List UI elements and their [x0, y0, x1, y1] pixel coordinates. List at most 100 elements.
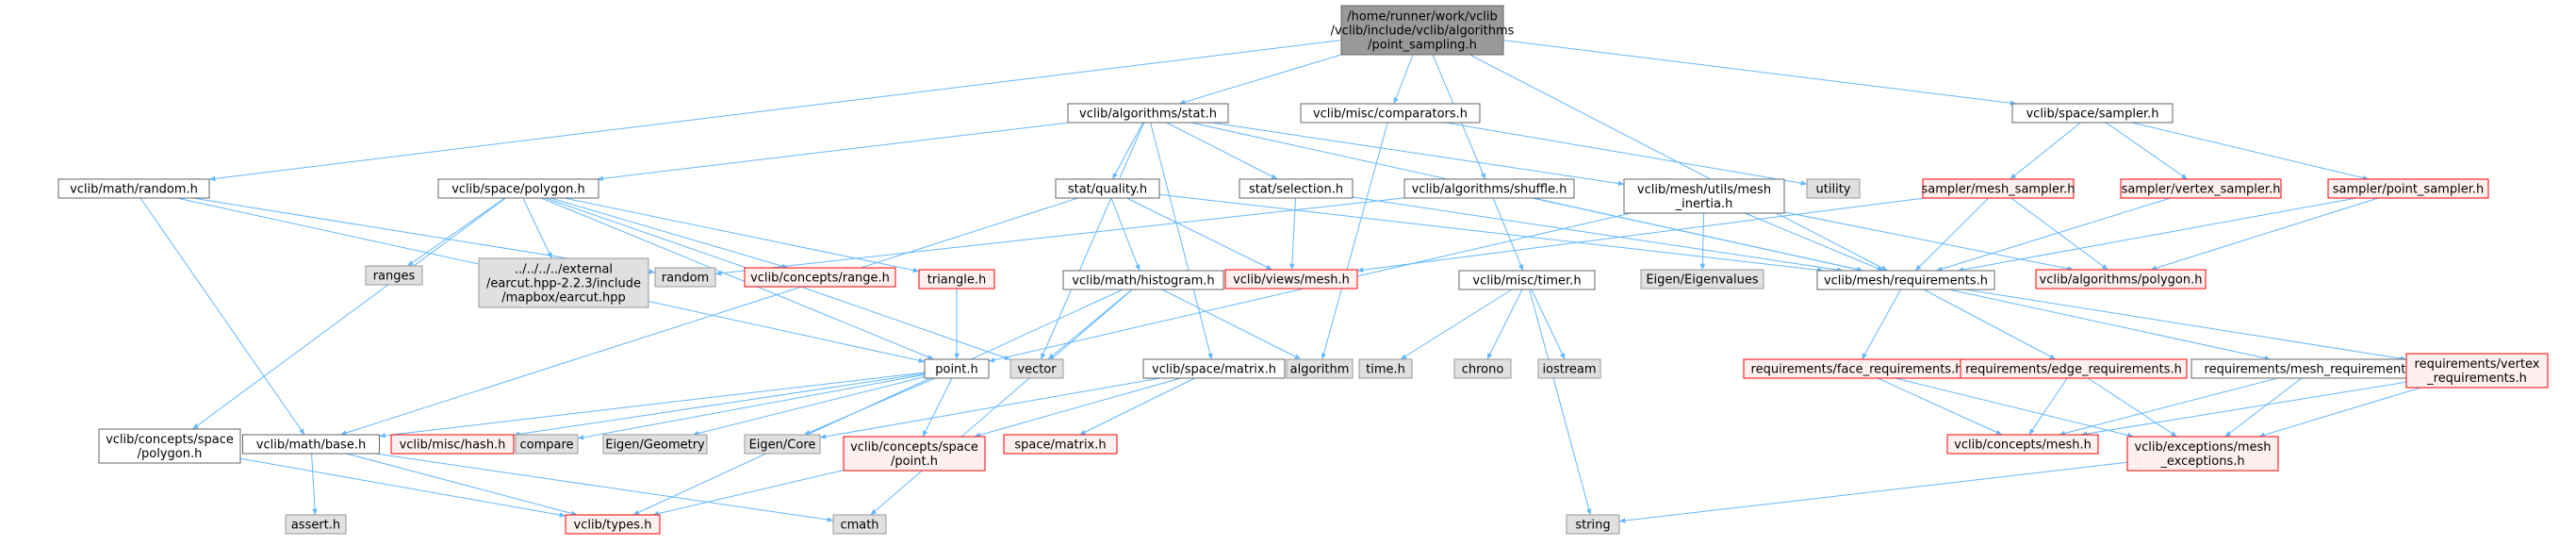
- node-mesh-sampler[interactable]: sampler/mesh_sampler.h: [1922, 178, 2076, 199]
- node-box: [1640, 269, 1764, 290]
- node-box: [1922, 178, 2075, 199]
- node-cmath[interactable]: cmath: [832, 514, 887, 535]
- node-box: [242, 434, 380, 455]
- node-space-matrix[interactable]: space/matrix.h: [1003, 434, 1118, 455]
- edge-histogram-to-cmath: [870, 289, 1133, 516]
- node-eigenvalues[interactable]: Eigen/Eigenvalues: [1640, 269, 1764, 290]
- node-eigen-geometry[interactable]: Eigen/Geometry: [602, 434, 708, 455]
- edge-inertia-to-eigenvalues: [1699, 212, 1706, 271]
- edge-point_sampler-to-requirements: [1957, 197, 2357, 273]
- node-box: [918, 269, 995, 290]
- node-hash-h[interactable]: vclib/misc/hash.h: [390, 434, 515, 455]
- node-label: stat/selection.h: [1249, 183, 1343, 197]
- node-ranges[interactable]: ranges: [365, 265, 423, 286]
- node-label: /polygon.h: [138, 447, 203, 461]
- node-eigen-core[interactable]: Eigen/Core: [744, 434, 821, 455]
- node-chrono[interactable]: chrono: [1453, 358, 1512, 379]
- node-base-h[interactable]: vclib/math/base.h: [242, 434, 380, 455]
- edge-polygon_h-to-concepts_polygon: [192, 197, 506, 430]
- node-label: algorithm: [1290, 363, 1350, 377]
- node-iostream[interactable]: iostream: [1537, 358, 1601, 379]
- node-range-h[interactable]: vclib/concepts/range.h: [744, 267, 896, 288]
- node-selection[interactable]: stat/selection.h: [1239, 178, 1354, 199]
- node-root[interactable]: /home/runner/work/vclib/vclib/include/vc…: [1331, 5, 1515, 56]
- node-string[interactable]: string: [1566, 514, 1620, 535]
- edge-sampler-to-point_sampler: [2131, 122, 2370, 181]
- node-box: [515, 434, 579, 455]
- node-requirements[interactable]: vclib/mesh/requirements.h: [1816, 270, 1995, 290]
- node-label: vclib/concepts/range.h: [750, 272, 890, 286]
- node-label: chrono: [1462, 363, 1504, 377]
- node-concepts-mesh[interactable]: vclib/concepts/mesh.h: [1946, 434, 2099, 455]
- node-polygon-h[interactable]: vclib/space/polygon.h: [437, 178, 599, 199]
- node-random-std[interactable]: random: [654, 267, 716, 288]
- node-label: iostream: [1542, 363, 1596, 377]
- node-box: [57, 178, 210, 199]
- node-vertex-req[interactable]: requirements/vertex_requirements.h: [2405, 353, 2549, 389]
- node-mesh-req[interactable]: requirements/mesh_requirements.h: [2190, 358, 2437, 379]
- node-label: vclib/mesh/requirements.h: [1824, 274, 1988, 289]
- edge-comparators-to-algorithm: [1321, 122, 1388, 360]
- node-vector[interactable]: vector: [1009, 358, 1064, 379]
- node-label: sampler/point_sampler.h: [2333, 183, 2484, 197]
- edge-point_h-to-compare: [577, 373, 926, 440]
- edge-quality-to-histogram: [1110, 197, 1140, 272]
- node-alg-polygon[interactable]: vclib/algorithms/polygon.h: [2035, 269, 2207, 290]
- node-comparators[interactable]: vclib/misc/comparators.h: [1300, 103, 1481, 124]
- node-matrix-h[interactable]: vclib/space/matrix.h: [1142, 358, 1286, 379]
- edge-polygon_h-to-triangle: [564, 197, 920, 273]
- node-compare[interactable]: compare: [515, 434, 579, 455]
- edge-polygon_h-to-point_h: [541, 197, 934, 360]
- node-types-h[interactable]: vclib/types.h: [565, 514, 661, 535]
- node-concepts-polygon[interactable]: vclib/concepts/space/polygon.h: [98, 428, 241, 464]
- node-views-mesh[interactable]: vclib/views/mesh.h: [1224, 269, 1358, 290]
- edge-timer-to-time_h: [1400, 289, 1513, 360]
- node-box: [744, 434, 821, 455]
- node-quality[interactable]: stat/quality.h: [1055, 178, 1160, 199]
- node-label: Eigen/Eigenvalues: [1646, 273, 1759, 288]
- node-label: requirements/vertex: [2415, 357, 2540, 372]
- node-label: /point.h: [891, 455, 938, 469]
- node-random-h[interactable]: vclib/math/random.h: [57, 178, 210, 199]
- node-label: /earcut.hpp-2.2.3/include: [486, 277, 641, 291]
- node-label: vclib/concepts/space: [850, 440, 978, 455]
- node-histogram[interactable]: vclib/math/histogram.h: [1062, 270, 1224, 290]
- edge-root-to-stat: [1178, 54, 1342, 105]
- node-stat[interactable]: vclib/algorithms/stat.h: [1067, 103, 1229, 124]
- node-box: [1067, 103, 1229, 124]
- edge-edge_req-to-concepts_mesh: [2028, 377, 2068, 436]
- node-box: [1239, 178, 1354, 199]
- node-mesh-exceptions[interactable]: vclib/exceptions/mesh_exceptions.h: [2126, 436, 2279, 472]
- edge-quality-to-requirements: [1158, 193, 1824, 273]
- node-time-h[interactable]: time.h: [1358, 358, 1413, 379]
- node-label: vclib/algorithms/polygon.h: [2040, 273, 2203, 288]
- node-inertia[interactable]: vclib/mesh/utils/mesh_inertia.h: [1623, 178, 1785, 214]
- node-triangle[interactable]: triangle.h: [918, 269, 995, 290]
- node-assert-h[interactable]: assert.h: [285, 514, 347, 535]
- node-edge-req[interactable]: requirements/edge_requirements.h: [1960, 358, 2188, 379]
- node-vertex-sampler[interactable]: sampler/vertex_sampler.h: [2120, 178, 2282, 199]
- edge-requirements-to-edge_req: [1923, 289, 2057, 360]
- node-sampler[interactable]: vclib/space/sampler.h: [2011, 103, 2174, 124]
- node-earcut[interactable]: ../../../../external/earcut.hpp-2.2.3/in…: [478, 257, 649, 308]
- node-label: vclib/misc/hash.h: [400, 438, 506, 453]
- node-point-h[interactable]: point.h: [924, 358, 990, 379]
- node-point-sampler[interactable]: sampler/point_sampler.h: [2327, 178, 2489, 199]
- node-concepts-point[interactable]: vclib/concepts/space/point.h: [843, 436, 986, 472]
- edge-random_h-to-base_h: [139, 197, 305, 436]
- node-label: _inertia.h: [1675, 197, 1733, 211]
- node-box: [365, 265, 423, 286]
- node-algorithm[interactable]: algorithm: [1286, 358, 1354, 379]
- edge-selection-to-requirements: [1352, 196, 1844, 273]
- edge-stat-to-polygon_h: [597, 122, 1070, 182]
- node-label: requirements/edge_requirements.h: [1965, 363, 2182, 377]
- node-timer[interactable]: vclib/misc/timer.h: [1458, 270, 1596, 290]
- edge-timer-to-iostream: [1531, 289, 1566, 360]
- edge-polygon_h-to-earcut: [522, 197, 552, 259]
- node-label: vclib/misc/timer.h: [1472, 274, 1581, 289]
- node-box: [1537, 358, 1601, 379]
- node-utility[interactable]: utility: [1806, 178, 1861, 199]
- node-face-req[interactable]: requirements/face_requirements.h: [1743, 358, 1971, 379]
- node-shuffle[interactable]: vclib/algorithms/shuffle.h: [1403, 178, 1575, 199]
- edge-face_req-to-mesh_exceptions: [1895, 377, 2134, 438]
